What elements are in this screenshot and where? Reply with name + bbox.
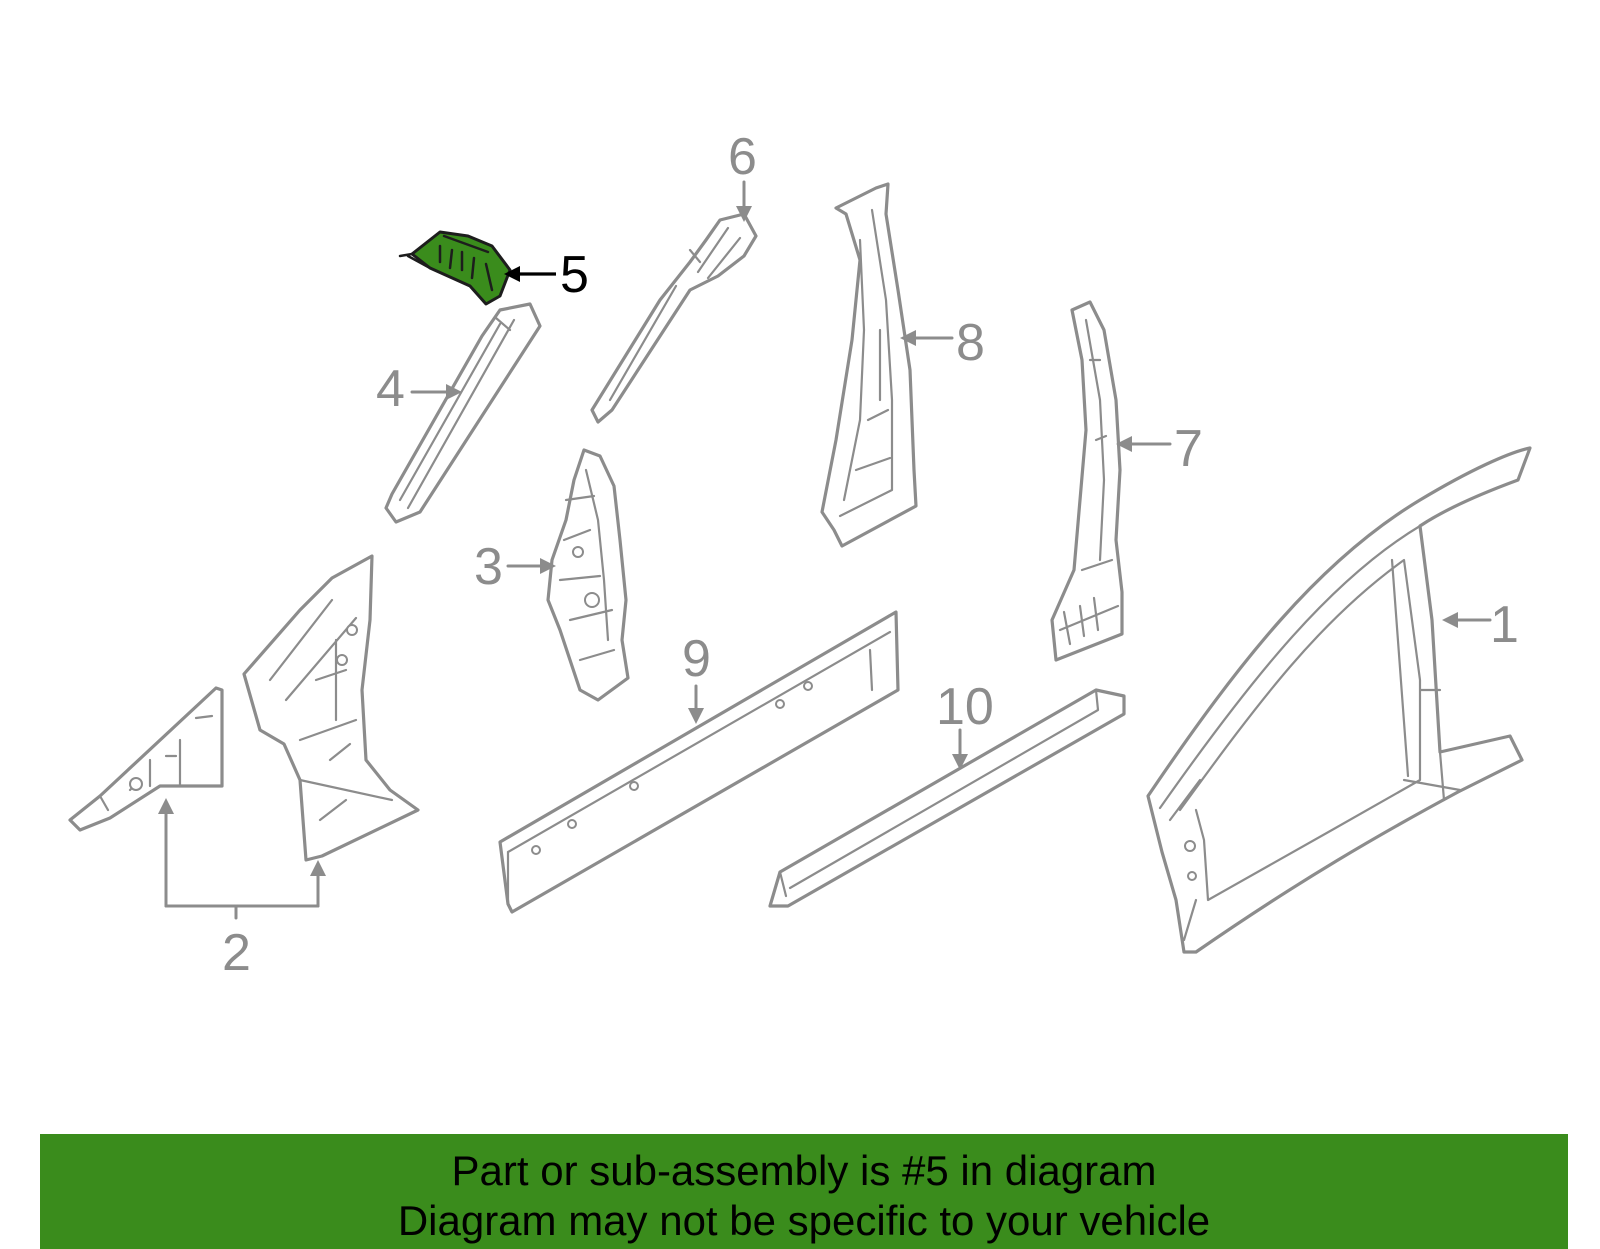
callout-4: 4 (376, 360, 462, 418)
callout-3: 3 (474, 538, 556, 596)
callout-6: 6 (728, 128, 757, 222)
callout-5: 5 (504, 246, 589, 304)
callout-2: 2 (158, 798, 326, 982)
callout-9: 9 (682, 630, 711, 724)
part-9-rocker-inner[interactable] (498, 610, 900, 914)
svg-text:4: 4 (376, 360, 405, 418)
svg-text:10: 10 (936, 678, 994, 736)
part-1-body-side-outer[interactable] (1146, 446, 1532, 954)
part-3-hinge-reinforcement[interactable] (546, 448, 630, 702)
part-6-roof-rail[interactable] (590, 212, 758, 424)
svg-text:1: 1 (1490, 596, 1519, 654)
svg-text:3: 3 (474, 538, 503, 596)
svg-text:5: 5 (560, 246, 589, 304)
svg-text:6: 6 (728, 128, 757, 186)
part-10-rocker-reinforcement[interactable] (768, 688, 1126, 908)
svg-text:8: 8 (956, 314, 985, 372)
part-4-pillar-strip[interactable] (384, 302, 542, 524)
part-2-cowl-side[interactable] (68, 686, 224, 832)
callout-7: 7 (1116, 420, 1203, 478)
info-banner: Part or sub-assembly is #5 in diagram Di… (40, 1134, 1568, 1249)
svg-text:9: 9 (682, 630, 711, 688)
callout-8: 8 (900, 314, 985, 372)
part-2-hinge-pillar[interactable] (242, 554, 420, 862)
part-7-b-pillar-inner[interactable] (1050, 300, 1124, 662)
svg-text:7: 7 (1174, 420, 1203, 478)
part-5-bracket-highlighted[interactable] (398, 230, 512, 306)
banner-line-2: Diagram may not be specific to your vehi… (397, 1197, 1211, 1244)
callout-10: 10 (936, 678, 994, 770)
part-8-b-pillar[interactable] (820, 182, 918, 548)
callout-1: 1 (1442, 596, 1519, 654)
banner-line-1: Part or sub-assembly is #5 in diagram (451, 1147, 1157, 1194)
svg-text:2: 2 (222, 924, 251, 982)
